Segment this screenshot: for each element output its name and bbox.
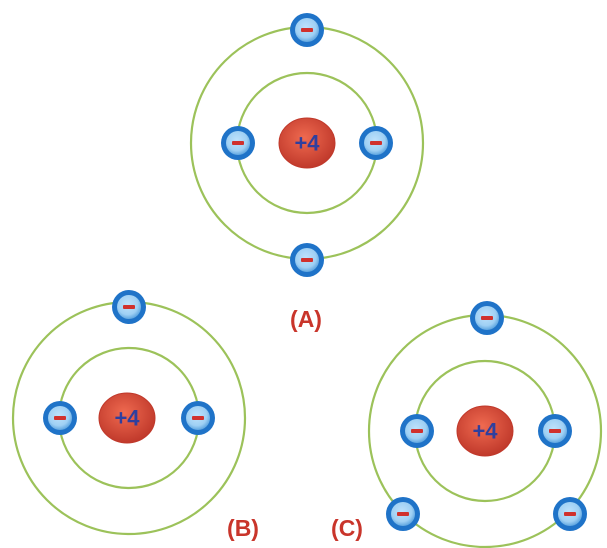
electron [181,401,215,435]
electron [221,126,255,160]
electron [400,414,434,448]
electron [359,126,393,160]
atom-b-nucleus: +4 [98,392,156,444]
electron [538,414,572,448]
electron [43,401,77,435]
atom-a-label: (A) [290,306,322,332]
atom-c-label: (C) [331,515,363,541]
electron [290,243,324,277]
atom-b-label: (B) [227,515,259,541]
atom-c-nucleus-charge: +4 [472,419,498,444]
atom-a-nucleus: +4 [278,117,336,169]
electron [470,301,504,335]
atom-c-nucleus: +4 [456,405,514,457]
atom-a: +4 (A) [189,13,425,332]
electron [553,497,587,531]
atom-b-nucleus-charge: +4 [114,406,140,431]
electron [290,13,324,47]
atom-a-nucleus-charge: +4 [294,131,320,156]
electron [386,497,420,531]
electron [112,290,146,324]
atom-b: +4 (B) [11,290,259,541]
atom-c: +4 (C) [331,301,603,548]
